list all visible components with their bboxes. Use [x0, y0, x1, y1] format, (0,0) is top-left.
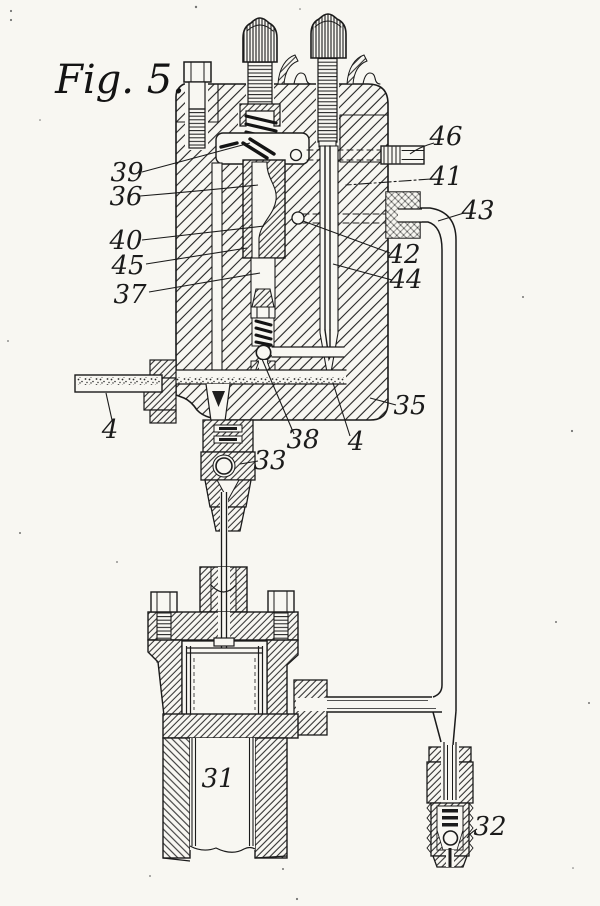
discharge-fitting-32 [426, 742, 474, 868]
part-label-33: 33 [253, 446, 286, 476]
inlet-pipe-assembly [74, 359, 177, 424]
pin-42 [291, 211, 305, 225]
leader-39 [141, 142, 251, 173]
part-label-43: 43 [460, 196, 494, 226]
leader-33 [239, 460, 259, 465]
leader-4-right [332, 382, 351, 437]
outlet-passage [271, 346, 345, 358]
part-label-39: 39 [110, 158, 143, 188]
right-thumb-screw [310, 13, 347, 148]
upper-valve-body [157, 13, 432, 422]
part-label-44: 44 [388, 265, 422, 295]
cylinder-bore-31 [162, 738, 288, 862]
seat-funnel [205, 383, 231, 422]
right-knob [310, 13, 347, 59]
part-label-35: 35 [393, 391, 426, 421]
leader-45 [145, 247, 248, 265]
part-label-32: 32 [473, 812, 506, 842]
part-label-42: 42 [386, 240, 420, 270]
body-bolt [183, 61, 212, 150]
lower-cylinder-assembly [147, 566, 445, 862]
check-ball-upper [255, 344, 272, 361]
external-tube [420, 207, 457, 746]
leader-46 [409, 142, 435, 155]
check-ball-33 [215, 457, 233, 475]
pipe-stub-46 [306, 145, 425, 165]
stem-and-check-ball [250, 257, 276, 376]
left-thumb-screw [242, 17, 278, 107]
small-coil-spring [254, 319, 273, 347]
barrel-wall-right [254, 737, 288, 859]
part-label-41: 41 [428, 162, 462, 192]
piston-chamber [181, 612, 268, 717]
paper-noise [7, 5, 590, 901]
right-horn-flange [346, 54, 368, 85]
left-knob [242, 17, 278, 63]
leader-43 [437, 212, 465, 222]
part-label-40: 40 [108, 226, 142, 256]
part-label-4-right: 4 [347, 427, 365, 457]
cam-slot [251, 161, 277, 259]
check-ball-32 [442, 830, 459, 846]
part-label-46: 46 [428, 122, 462, 152]
main-fuel-passage [157, 369, 347, 385]
lever-arm [219, 137, 276, 160]
figure-title: Fig. 5. [54, 57, 185, 103]
leader-32 [466, 828, 478, 839]
leader-37 [148, 272, 261, 293]
part-labels: Fig. 5. 39 36 46 41 43 40 45 42 44 37 4 … [54, 57, 506, 842]
leader-36 [139, 184, 259, 197]
thin-tube-37 [211, 162, 223, 374]
part-label-37: 37 [113, 280, 147, 310]
discharge-pipe [327, 696, 445, 713]
leader-42 [302, 220, 391, 254]
tube-nut-43 [385, 191, 422, 239]
spring-cap [239, 103, 281, 127]
leader-38 [261, 358, 295, 435]
outlet-boss [293, 679, 328, 736]
gland-nut [199, 566, 248, 613]
needle-valve-44 [319, 145, 339, 379]
part-label-4-left: 4 [101, 415, 119, 445]
lever-pivot-pin [289, 148, 303, 162]
barrel-wall-left [162, 737, 191, 859]
leader-4-left [105, 392, 113, 421]
part-label-45: 45 [110, 251, 144, 281]
part-label-31: 31 [201, 764, 234, 794]
left-horn-flange [277, 54, 299, 85]
leader-40 [141, 225, 265, 241]
part-label-36: 36 [109, 182, 142, 212]
cam-block-40 [242, 159, 286, 259]
leader-35 [369, 397, 397, 406]
leader-44 [332, 263, 393, 281]
leader-lines [105, 142, 478, 839]
part-label-38: 38 [286, 425, 319, 455]
piston-rod-tee [213, 637, 235, 647]
